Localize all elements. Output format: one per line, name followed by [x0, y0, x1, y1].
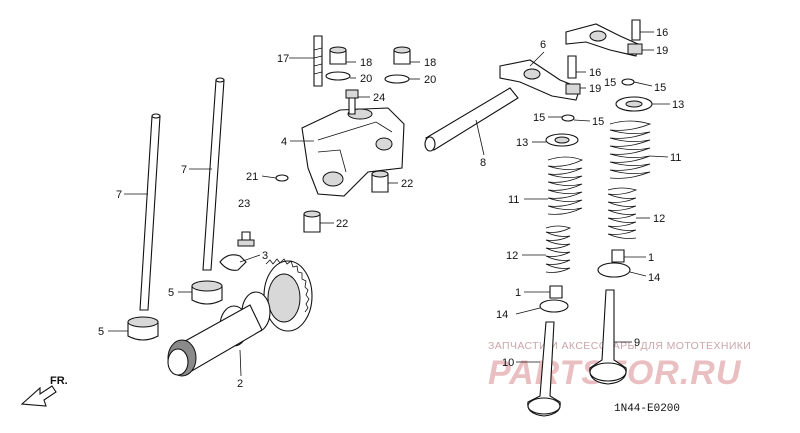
collar-22-lower[interactable] [303, 210, 321, 233]
callout-11: 11 [670, 152, 681, 164]
callout-8: 8 [480, 157, 486, 169]
callout-18: 18 [424, 57, 436, 69]
callout-15: 15 [654, 82, 666, 94]
callout-16: 16 [589, 67, 601, 79]
push-rod-left[interactable] [139, 113, 161, 311]
callout-7: 7 [116, 189, 122, 201]
nut-18-left[interactable] [329, 46, 347, 65]
rocker-shaft[interactable] [424, 87, 519, 152]
watermark-tagline: ЗАПЧАСТИ И АКСЕССУАРЫ ДЛЯ МОТОТЕХНИКИ [488, 340, 751, 352]
callout-2: 2 [237, 378, 243, 390]
outer-spring-11-right[interactable] [609, 120, 652, 179]
callout-15: 15 [604, 77, 616, 89]
callout-3: 3 [262, 250, 268, 262]
callout-labels: 7 7 5 5 2 3 23 4 17 18 20 18 20 24 21 22… [98, 27, 684, 390]
callout-13: 13 [672, 99, 684, 111]
spring-seat-14-left[interactable] [539, 299, 569, 313]
rocker-arm-right[interactable] [565, 23, 639, 57]
lock-nut-19-right[interactable] [627, 43, 643, 55]
lock-nut-19-left[interactable] [565, 83, 581, 95]
stud-bolt-17[interactable] [313, 35, 323, 87]
retainer-13-left[interactable] [545, 133, 579, 147]
callout-18: 18 [360, 57, 372, 69]
callout-12: 12 [653, 213, 665, 225]
cotter-15-left[interactable] [561, 114, 575, 122]
front-direction-marker: FR. [20, 375, 68, 407]
callout-6: 6 [540, 39, 546, 51]
callout-13: 13 [516, 137, 528, 149]
outer-spring-11-left[interactable] [547, 156, 584, 215]
valve-9[interactable] [589, 289, 627, 385]
callout-21: 21 [246, 171, 258, 183]
bolt-24[interactable] [345, 89, 359, 115]
callout-20: 20 [424, 74, 436, 86]
callout-17: 17 [277, 53, 289, 65]
washer-21[interactable] [275, 174, 289, 182]
nut-18-right[interactable] [393, 46, 411, 65]
callout-1: 1 [648, 252, 654, 264]
callout-5: 5 [168, 287, 174, 299]
diagram-code: 1N44-E0200 [614, 403, 680, 415]
callout-16: 16 [656, 27, 668, 39]
inner-spring-12-right[interactable] [607, 187, 638, 239]
spring-seat-14-right[interactable] [597, 262, 631, 278]
callout-1: 1 [515, 287, 521, 299]
callout-22: 22 [401, 178, 413, 190]
callout-15: 15 [533, 112, 545, 124]
retainer-13-right[interactable] [615, 96, 653, 112]
collar-22-upper[interactable] [371, 170, 389, 193]
adjust-screw-16-right[interactable] [631, 19, 641, 41]
callout-19: 19 [589, 83, 601, 95]
valve-10[interactable] [527, 321, 561, 417]
callout-9: 9 [634, 337, 640, 349]
callout-11: 11 [508, 194, 519, 206]
washer-20-right[interactable] [384, 74, 410, 84]
callout-19: 19 [656, 45, 668, 57]
callout-12: 12 [506, 250, 518, 262]
callout-4: 4 [281, 136, 287, 148]
camshaft[interactable] [167, 258, 313, 377]
bolt-23[interactable] [237, 231, 255, 247]
callout-15: 15 [592, 116, 604, 128]
callout-10: 10 [502, 357, 514, 369]
callout-22: 22 [336, 218, 348, 230]
washer-20-left[interactable] [325, 71, 351, 81]
callout-20: 20 [360, 73, 372, 85]
tappet-lower[interactable] [127, 316, 159, 341]
rocker-arm-left[interactable] [499, 59, 581, 101]
stem-seal-1-right[interactable] [611, 249, 625, 263]
callout-24: 24 [373, 92, 385, 104]
callout-23: 23 [238, 198, 250, 210]
callout-14: 14 [648, 272, 660, 284]
push-rod-right[interactable] [202, 77, 225, 271]
callout-5: 5 [98, 326, 104, 338]
callout-7: 7 [181, 164, 187, 176]
cam-follower[interactable] [219, 254, 247, 271]
rocker-arm-holder[interactable] [301, 107, 405, 197]
stem-seal-1-left[interactable] [549, 285, 563, 299]
tappet-upper[interactable] [191, 280, 223, 305]
leader-lines [108, 31, 670, 377]
cotter-15-right[interactable] [621, 78, 635, 86]
inner-spring-12-left[interactable] [545, 225, 572, 273]
callout-14: 14 [496, 309, 508, 321]
front-direction-label: FR. [50, 375, 68, 387]
adjust-screw-16-left[interactable] [567, 55, 577, 79]
